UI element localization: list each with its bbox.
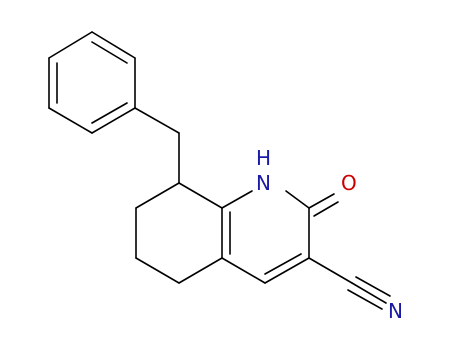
aromatic-bond bbox=[91, 41, 128, 64]
bond bbox=[91, 107, 136, 134]
cyclohexene-ring bbox=[135, 182, 223, 284]
nitrile-triple-bond bbox=[347, 289, 383, 310]
nh-n-label: N bbox=[256, 171, 271, 195]
double-bond bbox=[264, 253, 302, 275]
phenyl-ring bbox=[48, 31, 136, 134]
bond bbox=[178, 182, 223, 209]
bond bbox=[285, 190, 310, 209]
oxygen-label: O bbox=[341, 171, 357, 195]
bond bbox=[48, 31, 93, 59]
nitrile-triple-bond bbox=[351, 282, 387, 304]
bond bbox=[48, 107, 93, 134]
bond bbox=[221, 257, 266, 284]
carbonyl-bond bbox=[308, 193, 335, 209]
bond bbox=[264, 257, 310, 284]
aromatic-bond bbox=[91, 102, 128, 124]
pyridone-ring bbox=[221, 190, 310, 284]
nitrile-bond bbox=[308, 257, 353, 284]
carbonyl-bond bbox=[313, 201, 339, 217]
bond bbox=[221, 190, 253, 209]
bond bbox=[135, 257, 180, 284]
bond bbox=[135, 182, 180, 209]
benzyl-bond bbox=[134, 107, 180, 134]
nitrile-triple-bond bbox=[355, 276, 391, 297]
bond bbox=[178, 257, 223, 284]
bond bbox=[91, 31, 136, 59]
nitrile-n-label: N bbox=[388, 299, 403, 323]
nh-h-label: H bbox=[256, 146, 271, 170]
